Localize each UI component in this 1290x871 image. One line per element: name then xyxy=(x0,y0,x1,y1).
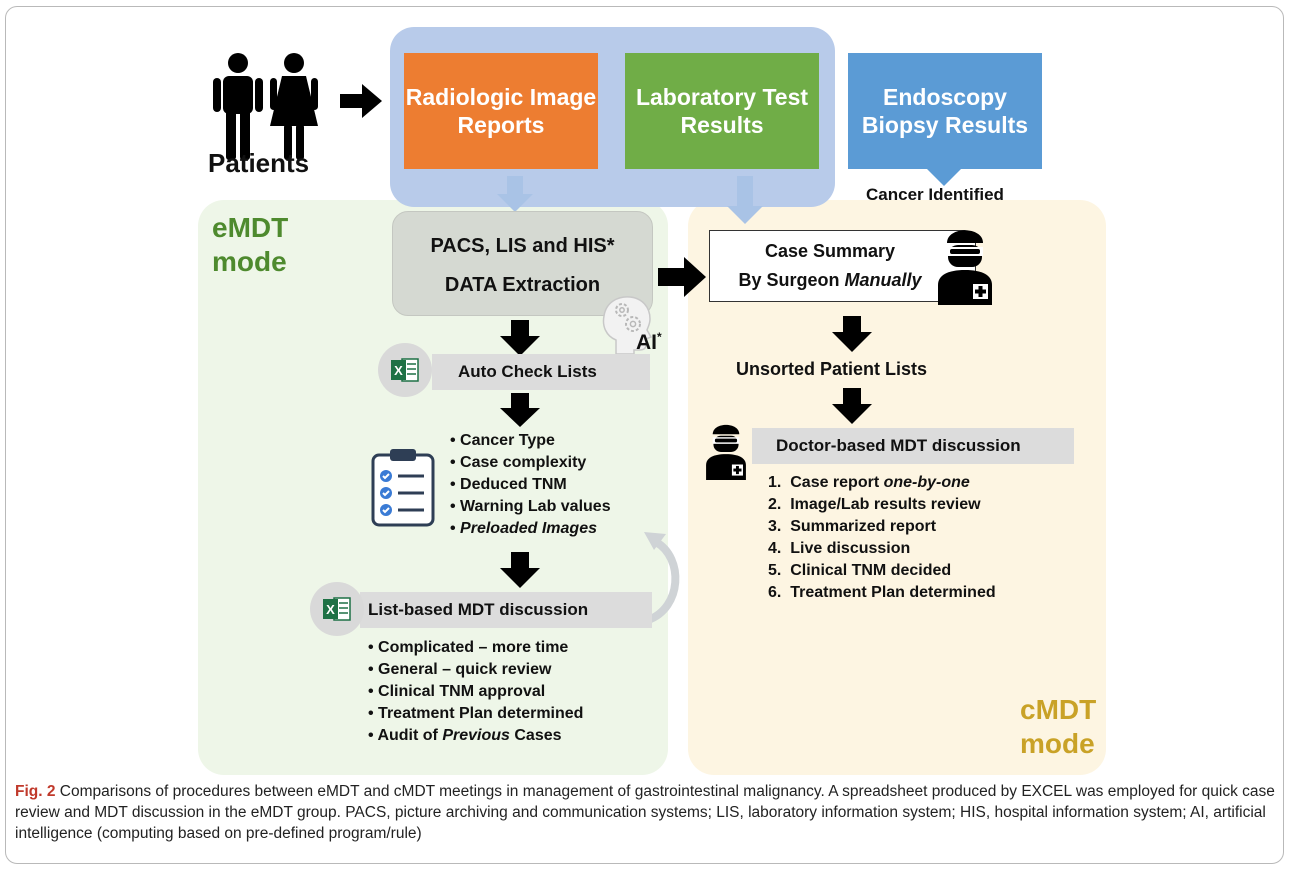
list-item: • Deduced TNM xyxy=(450,476,567,493)
list-item: • Case complexity xyxy=(450,454,587,471)
surgeon-icon xyxy=(706,424,746,480)
list-item: • Clinical TNM approval xyxy=(368,683,546,700)
svg-text:X: X xyxy=(326,602,335,617)
laboratory-results-box: Laboratory Test Results xyxy=(625,53,819,169)
endoscopy-biopsy-box: Endoscopy Biopsy Results xyxy=(848,53,1042,169)
auto-check-lists-bar: Auto Check Lists xyxy=(432,354,650,390)
arrow-down-icon xyxy=(926,150,962,186)
figure-caption: Fig. 2 Comparisons of procedures between… xyxy=(15,781,1277,844)
list-item: 2. Image/Lab results review xyxy=(768,496,981,513)
list-item: • Preloaded Images xyxy=(450,520,597,537)
caption-text: Comparisons of procedures between eMDT a… xyxy=(15,783,1275,842)
arrow-right-icon xyxy=(658,257,706,297)
list-item: 5. Clinical TNM decided xyxy=(768,562,952,579)
extraction-line2: DATA Extraction xyxy=(444,274,601,296)
clipboard-checklist-icon xyxy=(371,449,435,527)
radiologic-reports-box: Radiologic Image Reports xyxy=(404,53,598,169)
ai-head-icon xyxy=(602,296,652,355)
list-item: 4. Live discussion xyxy=(768,540,911,557)
data-extraction-box: PACS, LIS and HIS* DATA Extraction xyxy=(392,211,653,316)
list-item: • Complicated – more time xyxy=(368,639,569,656)
cmdt-mode-title: cMDT mode xyxy=(1020,694,1097,759)
patients-icon xyxy=(213,53,318,160)
patients-label: Patients xyxy=(208,148,310,178)
case-summary-line1: Case Summary xyxy=(764,241,896,261)
list-item: • Cancer Type xyxy=(450,432,555,449)
emdt-mode-title: eMDT mode xyxy=(212,212,289,277)
arrow-down-icon xyxy=(500,393,540,427)
extraction-line1: PACS, LIS and HIS* xyxy=(430,235,615,257)
surgeon-icon xyxy=(938,230,992,305)
excel-icon: X xyxy=(310,582,364,636)
arrow-down-icon xyxy=(500,552,540,588)
arrow-down-icon xyxy=(500,320,540,356)
cancer-identified-label: Cancer Identified xyxy=(866,185,1004,204)
curved-return-arrow-icon xyxy=(644,532,680,624)
arrow-right-icon xyxy=(340,84,382,118)
caption-label: Fig. 2 xyxy=(15,783,56,800)
list-item: • Treatment Plan determined xyxy=(368,705,584,722)
list-item: 6. Treatment Plan determined xyxy=(768,584,996,601)
arrow-down-icon xyxy=(832,388,872,424)
list-item: • General – quick review xyxy=(368,661,552,678)
arrow-down-icon xyxy=(727,176,763,224)
svg-text:X: X xyxy=(394,363,403,378)
case-summary-box xyxy=(709,230,976,302)
arrow-down-icon xyxy=(832,316,872,352)
figure-frame xyxy=(5,6,1284,864)
list-item: 3. Summarized report xyxy=(768,518,937,535)
arrow-down-icon xyxy=(497,176,533,212)
list-item: • Warning Lab values xyxy=(450,498,611,515)
unsorted-patient-lists: Unsorted Patient Lists xyxy=(736,359,928,379)
doctor-based-steps: 1. Case report one-by-one 2. Image/Lab r… xyxy=(768,472,996,604)
ai-label: AI* xyxy=(636,330,662,354)
case-summary-line2: By Surgeon Manually xyxy=(738,270,922,290)
list-based-discussion-items: • Complicated – more time • General – qu… xyxy=(368,637,583,747)
excel-icon: X xyxy=(378,343,432,397)
list-item: • Audit of Previous Cases xyxy=(368,727,562,744)
list-item: 1. Case report one-by-one xyxy=(768,474,970,491)
list-based-discussion-bar: List-based MDT discussion xyxy=(360,592,652,628)
auto-check-items: • Cancer Type • Case complexity • Deduce… xyxy=(450,430,611,540)
doctor-based-discussion-bar: Doctor-based MDT discussion xyxy=(752,428,1074,464)
